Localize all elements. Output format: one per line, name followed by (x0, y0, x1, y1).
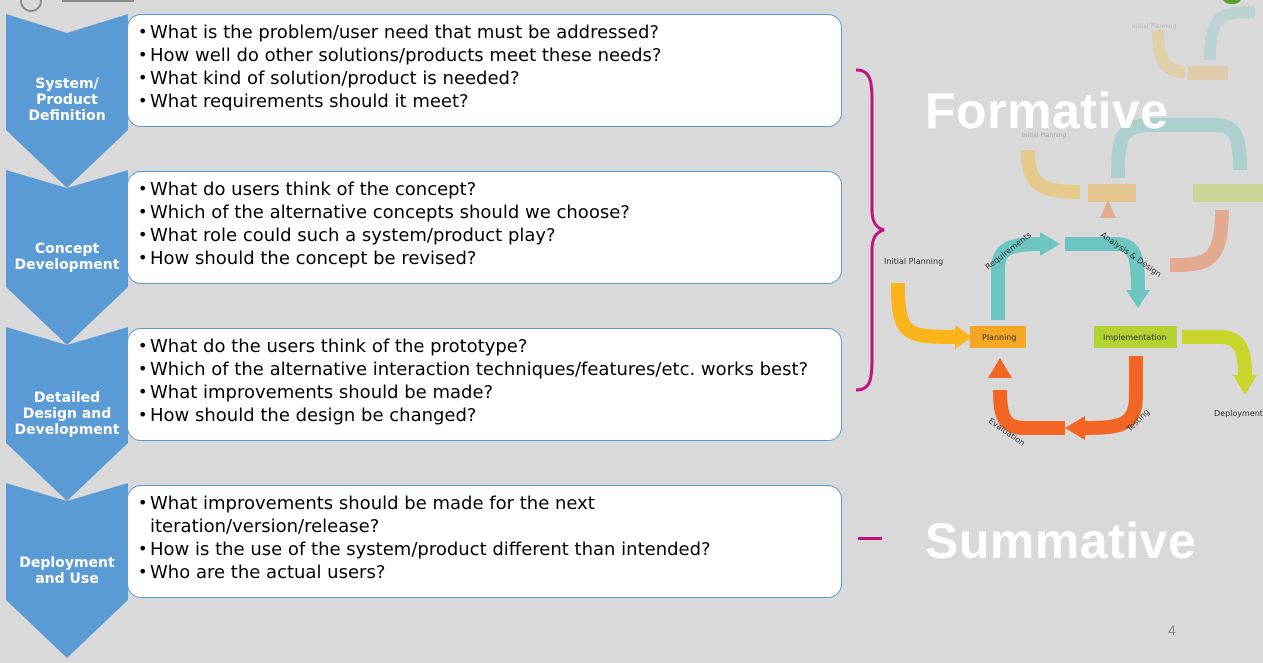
phase-label-line: Product (36, 92, 98, 108)
phase-label-line: Design and (22, 406, 112, 422)
phase-label-line: Deployment (19, 555, 115, 571)
question-item: Which of the alternative interaction tec… (138, 357, 831, 381)
phase-label-line: Concept (34, 241, 100, 257)
summative-dash (858, 537, 882, 540)
planning-box (970, 326, 1026, 348)
chevron-concept-development (6, 170, 128, 345)
testing-arrowhead (1065, 416, 1085, 440)
ghost-text: Initial Planning (1022, 132, 1067, 139)
phase-label-line: Development (14, 257, 120, 273)
question-item: What do the users think of the prototype… (138, 334, 831, 358)
deployment-arrowhead (1233, 375, 1257, 395)
corner-logo (1222, 0, 1242, 4)
questions-box-detailed-design: What do the users think of the prototype… (127, 328, 842, 441)
ghost-diagram-mid: Initial Planning (1021, 118, 1263, 272)
phase-label-line: Detailed (33, 390, 101, 406)
question-item: What improvements should be made for the… (138, 491, 620, 538)
implementation-label: Implementation (1103, 333, 1167, 342)
question-item: How should the design be changed? (138, 403, 831, 427)
question-item: Which of the alternative concepts should… (138, 200, 831, 224)
ghost-text: Initial Planning (1132, 23, 1177, 30)
initial-planning-label: Initial Planning (884, 257, 943, 266)
deployment-arrow (1182, 330, 1252, 376)
analysis-arrow (1065, 237, 1145, 291)
page-number: 4 (1168, 622, 1176, 638)
planning-label: Planning (982, 333, 1016, 342)
question-item: How should the concept be revised? (138, 246, 831, 270)
question-item: How well do other solutions/products mee… (138, 43, 831, 67)
requirements-arrow (991, 237, 1041, 320)
summative-label: Summative (925, 513, 1197, 569)
questions-box-system-definition: What is the problem/user need that must … (127, 14, 842, 127)
phase-chevrons (6, 14, 128, 658)
question-item: How is the use of the system/product dif… (138, 537, 831, 561)
logo-underline (62, 0, 134, 2)
deployment-label: Deployment (1214, 409, 1263, 418)
evaluation-arrowhead (988, 358, 1012, 378)
phase-label-line: Definition (28, 108, 106, 124)
analysis-arrowhead (1126, 290, 1150, 308)
iterative-process-diagram: Initial Planning Initial Planning Initia… (884, 6, 1263, 448)
phase-label-line: Development (14, 422, 120, 438)
initial-planning-arrowhead (955, 325, 972, 349)
formative-brace (855, 68, 885, 392)
chevron-system-definition (6, 14, 128, 188)
question-item: What is the problem/user need that must … (138, 20, 831, 44)
phase-label-line: and Use (35, 571, 99, 587)
phase-label-system-definition: System/ Product Definition (6, 76, 128, 124)
phase-label-detailed-design: Detailed Design and Development (6, 390, 128, 438)
initial-planning-arrow (891, 282, 956, 344)
chevron-deployment-use (6, 483, 128, 658)
phase-label-concept-development: Concept Development (6, 241, 128, 273)
questions-box-concept-development: What do users think of the concept? Whic… (127, 171, 842, 284)
questions-box-deployment-use: What improvements should be made for the… (127, 485, 842, 598)
question-item: Who are the actual users? (138, 560, 831, 584)
phase-label-deployment-use: Deployment and Use (6, 555, 128, 587)
question-item: What do users think of the concept? (138, 177, 831, 201)
testing-arrow (1084, 356, 1143, 435)
question-item: What kind of solution/product is needed? (138, 66, 831, 90)
chevron-detailed-design (6, 327, 128, 501)
requirements-arrowhead (1040, 232, 1060, 256)
question-item: What improvements should be made? (138, 380, 831, 404)
question-item: What requirements should it meet? (138, 89, 831, 113)
question-item: What role could such a system/product pl… (138, 223, 831, 247)
formative-label: Formative (925, 83, 1169, 139)
ghost-diagram-far: Initial Planning (1132, 6, 1256, 80)
implementation-box (1094, 326, 1177, 348)
phase-label-line: System/ (35, 76, 99, 92)
evaluation-arrow (993, 389, 1065, 435)
